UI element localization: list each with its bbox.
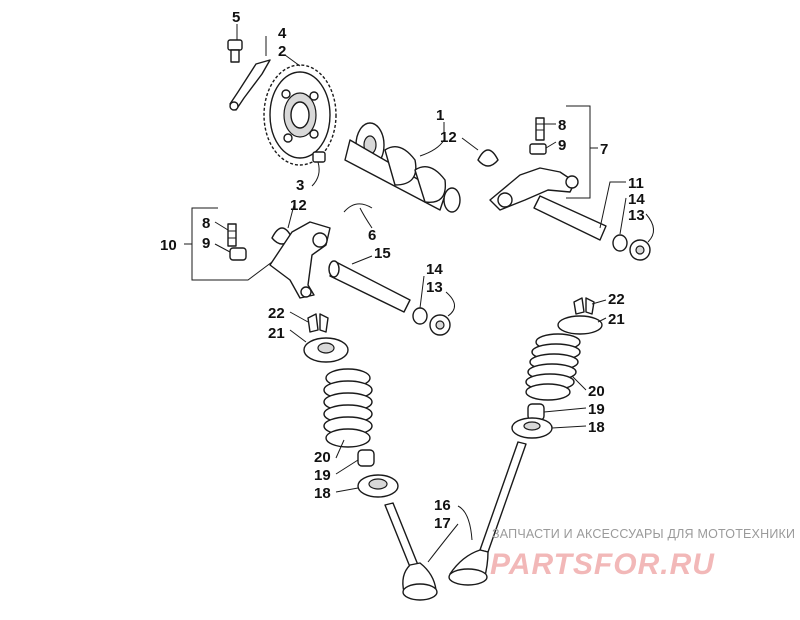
callout-9-right: 9: [558, 137, 566, 154]
callout-7: 7: [600, 141, 608, 158]
lock-nut-part-9-left: [229, 247, 247, 261]
cam-sprocket-part-2: [263, 64, 337, 166]
valve-seal-part-19-left: [357, 449, 375, 467]
callout-11: 11: [628, 175, 644, 192]
callout-8-left: 8: [202, 215, 210, 232]
camshaft-part-1: [344, 122, 461, 213]
callout-14-right: 14: [628, 191, 645, 208]
valve-spring-part-20-left: [323, 368, 373, 448]
callout-13-left: 13: [426, 279, 443, 296]
spring-seat-part-18-left: [357, 474, 399, 498]
watermark-logo: PARTSFOR.RU: [490, 548, 715, 581]
callout-17: 17: [434, 515, 451, 532]
callout-labels: 5 4 2 3 1 12 8 9 7 11 14 13 12 6 8 9 10 …: [160, 9, 645, 532]
shaft-cap-part-13-left: [429, 314, 451, 336]
callout-18-right: 18: [588, 419, 605, 436]
spring-retainer-part-21-left: [303, 337, 349, 363]
callout-2: 2: [278, 43, 286, 60]
o-ring-part-14-left: [412, 307, 428, 325]
callout-21-right: 21: [608, 311, 625, 328]
rocker-shaft-part-15: [328, 260, 411, 313]
callout-12-upper: 12: [440, 129, 457, 146]
watermark-caption: ЗАПЧАСТИ И АКСЕССУАРЫ ДЛЯ МОТОТЕХНИКИ: [492, 527, 795, 541]
callout-8-right: 8: [558, 117, 566, 134]
callout-10: 10: [160, 237, 177, 254]
callout-22-right: 22: [608, 291, 625, 308]
callout-16: 16: [434, 497, 451, 514]
callout-12-left: 12: [290, 197, 307, 214]
callout-19-right: 19: [588, 401, 605, 418]
o-ring-part-14-right: [612, 234, 628, 252]
callout-18-left: 18: [314, 485, 331, 502]
bolt-part-5: [227, 39, 243, 63]
callout-20-right: 20: [588, 383, 605, 400]
callout-22-left: 22: [268, 305, 285, 322]
snap-ring-part-6: [343, 203, 373, 213]
rocker-arm-assembly-part-10: [269, 221, 331, 299]
callout-19-left: 19: [314, 467, 331, 484]
intake-valve-part-17: [384, 502, 438, 601]
exhaust-valve-part-16: [448, 441, 527, 586]
o-ring-part-12-upper: [477, 149, 499, 167]
callout-3: 3: [296, 177, 304, 194]
callout-5: 5: [232, 9, 240, 26]
lock-plate-part-4: [229, 59, 271, 111]
callout-14-left: 14: [426, 261, 443, 278]
valve-keepers-part-22-left: [307, 313, 329, 333]
rocker-arm-assembly-part-7: [489, 167, 607, 241]
watermark: ЗАПЧАСТИ И АКСЕССУАРЫ ДЛЯ МОТОТЕХНИКИ PA…: [490, 527, 795, 581]
lock-nut-part-9-right: [529, 143, 547, 155]
callout-6: 6: [368, 227, 376, 244]
valve-spring-part-20-right: [525, 333, 581, 401]
callout-4: 4: [278, 25, 287, 42]
shaft-cap-part-13-right: [629, 239, 651, 261]
callout-15: 15: [374, 245, 391, 262]
callout-13-right: 13: [628, 207, 645, 224]
leader-lines: [184, 24, 654, 563]
adjuster-screw-part-8-left: [227, 223, 237, 247]
adjuster-screw-part-8-right: [535, 117, 545, 141]
spring-seat-part-18-right: [511, 417, 553, 439]
dowel-pin-part-3: [312, 151, 326, 163]
callout-1: 1: [436, 107, 444, 124]
callout-20-left: 20: [314, 449, 331, 466]
spring-retainer-part-21-right: [557, 315, 603, 335]
callout-9-left: 9: [202, 235, 210, 252]
callout-21-left: 21: [268, 325, 285, 342]
valve-keepers-part-22-right: [573, 297, 595, 315]
